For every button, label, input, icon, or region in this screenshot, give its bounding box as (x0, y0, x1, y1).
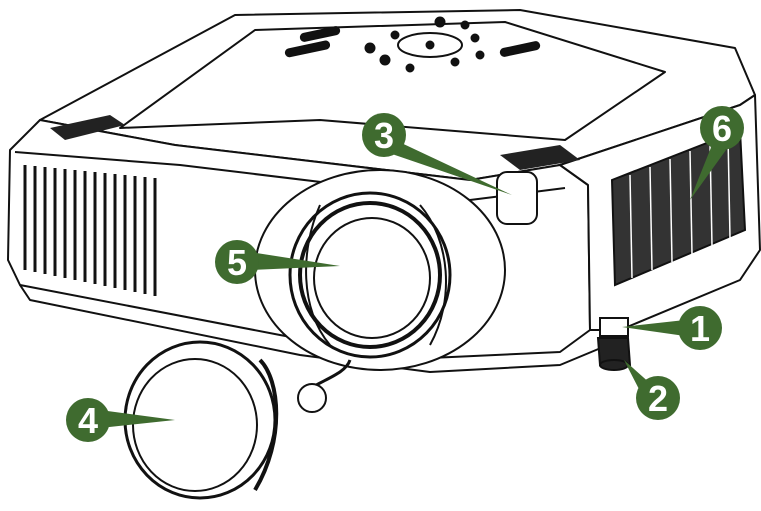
callout-5-label: 5 (227, 242, 247, 283)
remote-sensor (496, 171, 538, 225)
elevator-foot (596, 317, 632, 371)
front-vent-grill (23, 165, 157, 296)
callout-2-label: 2 (648, 378, 668, 419)
callout-5-pointer (250, 252, 340, 270)
callout-1-label: 1 (690, 308, 710, 349)
lens-cap (123, 340, 352, 500)
callout-3-marker (362, 113, 406, 157)
callout-5: 5 (215, 240, 340, 284)
callout-4-marker (66, 398, 110, 442)
callout-2-marker (636, 376, 680, 420)
callout-1-marker (678, 306, 722, 350)
callout-3: 3 (362, 113, 512, 195)
callout-2: 2 (624, 360, 680, 420)
callout-5-marker (215, 240, 259, 284)
lens-assembly (254, 169, 506, 371)
callout-3-pointer (392, 140, 512, 195)
callout-4: 4 (66, 398, 175, 442)
callout-1-pointer (622, 320, 685, 336)
callout-6: 6 (690, 106, 744, 200)
callout-4-pointer (100, 410, 175, 428)
callout-6-label: 6 (712, 108, 732, 149)
callout-6-marker (700, 106, 744, 150)
callout-4-label: 4 (78, 400, 98, 441)
control-panel (284, 16, 541, 73)
top-vents (50, 115, 580, 170)
callout-6-pointer (690, 145, 726, 200)
callout-3-label: 3 (374, 115, 394, 156)
callout-1: 1 (622, 306, 722, 350)
